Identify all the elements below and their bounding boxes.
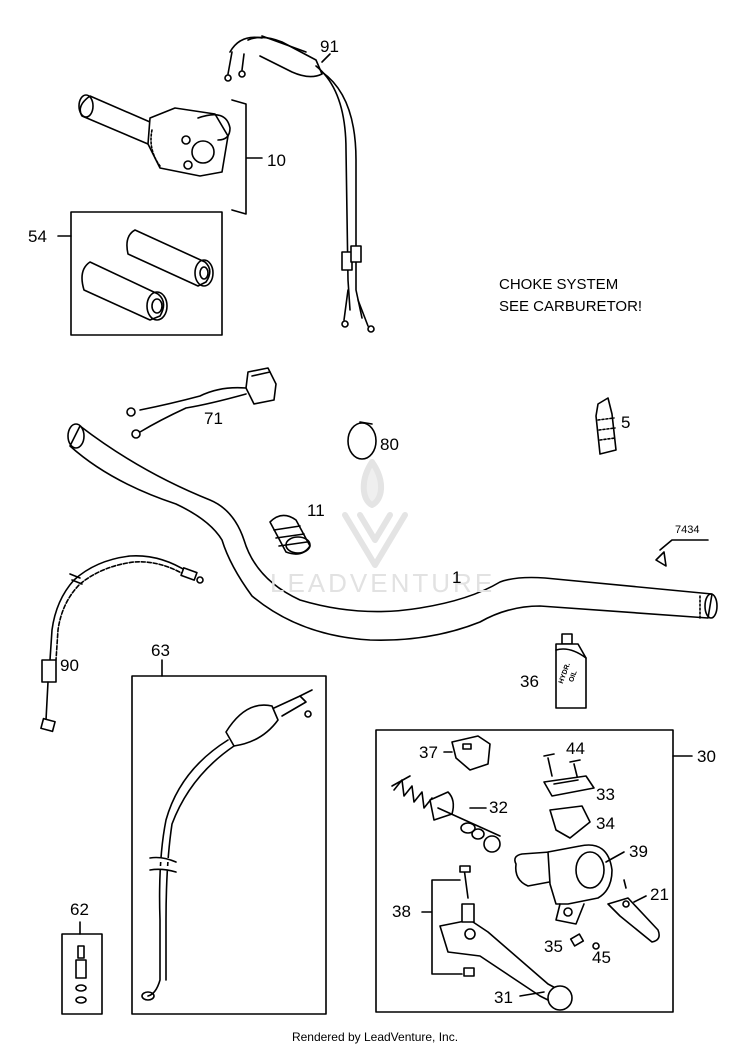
reservoir-cover[interactable] [543, 775, 595, 797]
hot-start-cable[interactable] [40, 555, 204, 733]
leader-39 [605, 851, 625, 863]
callout-39: 39 [629, 842, 648, 861]
master-cylinder[interactable] [514, 844, 613, 925]
callout-37: 37 [419, 743, 438, 762]
callout-32: 32 [489, 798, 508, 817]
choke-note-line-2: SEE CARBURETOR! [499, 298, 643, 315]
callout-91: 91 [320, 37, 339, 56]
lever-pivot-21[interactable] [607, 879, 660, 943]
clamp-ring[interactable] [347, 421, 377, 460]
callout-54: 54 [28, 227, 47, 246]
diaphragm[interactable] [549, 805, 591, 839]
throttle-grip[interactable] [78, 94, 231, 177]
callout-5: 5 [621, 413, 631, 432]
callout-34: 34 [596, 814, 615, 833]
watermark-text: LEADVENTURE [270, 568, 496, 598]
master-cylinder-box [375, 729, 674, 1013]
leader-31 [519, 991, 545, 997]
small-parts-35-45[interactable] [569, 933, 600, 950]
footer-credit: Rendered by LeadVenture, Inc. [291, 1030, 459, 1044]
leader-91 [321, 53, 331, 63]
watermark-logo [342, 459, 408, 568]
callout-45: 45 [592, 948, 611, 967]
kill-switch[interactable] [126, 367, 277, 439]
callout-11: 11 [307, 501, 325, 520]
bracket-38 [421, 879, 463, 975]
callout-90: 90 [60, 656, 79, 675]
callout-35: 35 [544, 937, 563, 956]
callout-44: 44 [566, 739, 585, 758]
callout-30: 30 [697, 747, 716, 766]
rubber-boot[interactable] [269, 514, 311, 555]
throttle-cables[interactable] [224, 35, 375, 333]
callout-31: 31 [494, 988, 513, 1007]
callout-10: 10 [267, 151, 286, 170]
callout-33: 33 [596, 785, 615, 804]
callout-7434: 7434 [675, 524, 700, 536]
pivot-bolt-38[interactable] [459, 865, 475, 977]
callout-21: 21 [650, 885, 669, 904]
grip-pair[interactable] [81, 229, 214, 321]
bracket-10 [231, 99, 263, 215]
bar-pad [655, 551, 667, 567]
callout-1: 1 [452, 568, 462, 587]
grips-box [70, 211, 223, 336]
choke-note-line-1: CHOKE SYSTEM [499, 276, 619, 293]
callout-80: 80 [380, 435, 399, 454]
clutch-cable-box [131, 675, 327, 1015]
callout-36: 36 [520, 672, 539, 691]
nipple-box [61, 933, 103, 1015]
callout-38: 38 [392, 902, 411, 921]
leader-7434 [659, 539, 709, 551]
brake-lever[interactable] [439, 919, 573, 1011]
callout-71: 71 [204, 409, 223, 428]
piston-spring[interactable] [391, 775, 501, 853]
plug[interactable] [595, 397, 617, 455]
nipple[interactable] [75, 945, 87, 1004]
clutch-cable[interactable] [141, 689, 313, 1001]
leader-21 [633, 895, 647, 903]
callout-62: 62 [70, 900, 89, 919]
choke-note: CHOKE SYSTEM SEE CARBURETOR! [499, 274, 642, 318]
callout-63: 63 [151, 641, 170, 660]
hydraulic-oil-bottle[interactable] [555, 633, 587, 709]
reservoir-clip[interactable] [451, 735, 491, 771]
handlebar[interactable] [67, 423, 718, 641]
